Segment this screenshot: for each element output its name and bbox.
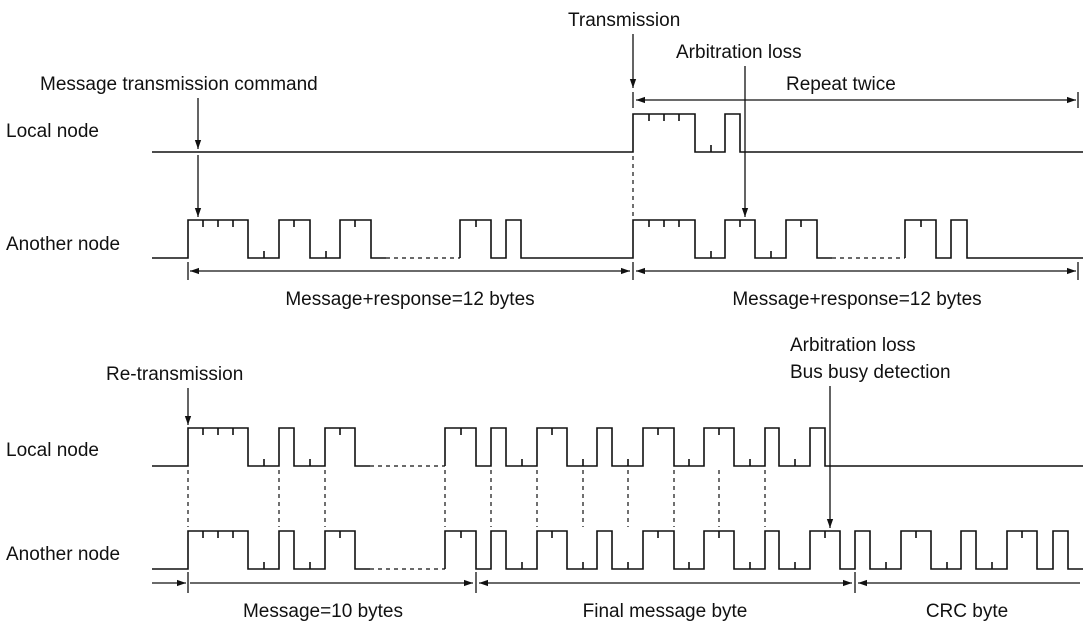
- retransmission-label: Re-transmission: [106, 364, 243, 385]
- span-label-message: Message=10 bytes: [243, 601, 403, 622]
- span-label-final: Final message byte: [583, 601, 748, 622]
- arbitration-loss-label-top: Arbitration loss: [676, 42, 802, 63]
- another-node-waveform-top: [152, 219, 1083, 259]
- local-node-waveform-bottom: [152, 427, 1083, 467]
- another-node-label-top: Another node: [6, 234, 120, 255]
- local-node-label-bottom: Local node: [6, 440, 99, 461]
- repeat-twice-label: Repeat twice: [786, 74, 896, 95]
- local-node-waveform-top: [152, 113, 1083, 153]
- local-node-label-top: Local node: [6, 121, 99, 142]
- another-node-waveform-bottom: [152, 530, 1083, 570]
- span-label-top-left: Message+response=12 bytes: [285, 289, 534, 310]
- msg-cmd-label: Message transmission command: [40, 74, 318, 95]
- another-node-label-bottom: Another node: [6, 544, 120, 565]
- arbitration-loss-label-bottom: Arbitration loss: [790, 335, 916, 356]
- span-label-crc: CRC byte: [926, 601, 1008, 622]
- span-label-top-right: Message+response=12 bytes: [732, 289, 981, 310]
- transmission-label: Transmission: [568, 10, 680, 31]
- bottom-alignment-dashes: [187, 470, 766, 527]
- bus-busy-label: Bus busy detection: [790, 362, 951, 383]
